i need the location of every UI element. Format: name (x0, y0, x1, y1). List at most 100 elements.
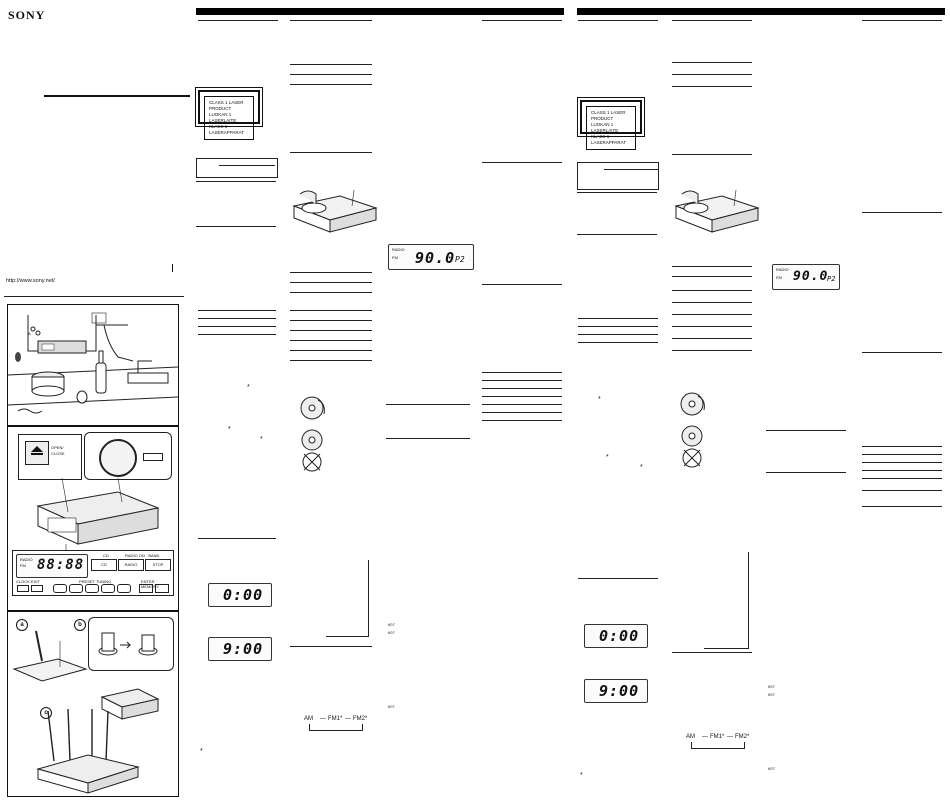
preset-1-button[interactable] (53, 584, 67, 593)
ref-note-p2a: ñ07 (768, 684, 775, 689)
eject-label-1: OPEN/ (51, 445, 64, 450)
radio-button[interactable]: RADIO (118, 559, 144, 571)
lcd-fm-label-p1: FM (392, 255, 398, 260)
p1c1-rule-3 (198, 310, 276, 311)
preset-4-button[interactable] (101, 584, 115, 593)
lcd-clock-set-p1: 9:00 (208, 637, 272, 661)
p1c2-rule-8 (290, 310, 372, 311)
p2c1-rule-4 (578, 326, 658, 327)
preset-3-button[interactable] (85, 584, 99, 593)
clock-label: CLOCK (16, 579, 30, 584)
volume-dial-icon[interactable] (99, 439, 137, 477)
p1c4-rule-4 (482, 380, 562, 381)
p2c4-rule-5 (862, 462, 942, 463)
p2c1-rule-top (578, 20, 658, 21)
front-lcd: RADIO FM 88:88 (16, 554, 88, 578)
p1c2-rule-4 (290, 152, 372, 153)
front-lcd-digits: 88:88 (37, 557, 85, 573)
p1c1-rule-top (198, 20, 278, 21)
p2c2-rule-6 (672, 276, 752, 277)
p1c4-rule-7 (482, 404, 562, 405)
page2-header-bar (577, 8, 945, 15)
footnote-star-p1b: * (228, 426, 231, 433)
exit-button[interactable] (31, 585, 43, 592)
front-panel: RADIO FM 88:88 CD RADIO ON · BAND CD RAD… (12, 550, 174, 596)
figure-mounting: a b c (7, 610, 179, 797)
cover-rule (44, 95, 190, 97)
dial-inset (84, 432, 172, 480)
p2c2-rule-12 (672, 350, 752, 351)
p2c4-rule-6 (862, 470, 942, 471)
p1c3-rule-2 (386, 438, 470, 439)
p2c2-rule-2 (672, 74, 752, 75)
cd-insert-illustration-p2 (674, 189, 760, 233)
laser-label-p2: CLASS 1 LASER PRODUCT LUOKAN 1 LASERLAIT… (580, 100, 642, 150)
preset-5-button[interactable] (117, 584, 131, 593)
p1c2-rule-14 (290, 646, 372, 647)
footnote-star-p2b: * (606, 454, 609, 461)
cd-play-button[interactable]: CD (91, 559, 117, 571)
lcd-clock-p1: 0:00 (208, 583, 272, 607)
exit-label: EXIT (31, 579, 40, 584)
disc-handling-illustration-p1 (300, 396, 325, 472)
ref-note-p2c: ñ07 (768, 766, 775, 771)
mounting-inset-b (88, 617, 174, 671)
p2-bracket-vertical (748, 552, 749, 648)
lcd-clock-set-p2: 9:00 (584, 679, 648, 703)
p2c4-rule-9 (862, 506, 942, 507)
eject-icon (31, 446, 43, 452)
cd-insert-illustration-p1 (292, 189, 378, 233)
p2c2-rule-11 (672, 338, 752, 339)
lcd-clock-set-digits-p2: 9:00 (599, 682, 640, 700)
warning-box-p1 (196, 158, 278, 178)
p2c1-rule-7 (578, 578, 658, 579)
lcd-radio-p2: RADIO FM 90.0 P2 (772, 264, 840, 290)
memory-button[interactable] (155, 584, 169, 593)
p1-bracket-horizontal (326, 636, 369, 637)
eject-label-2: CLOSE (51, 451, 65, 456)
footnote-star-p1c: * (260, 436, 263, 443)
figure-kitchen-installation: A (7, 304, 179, 427)
p1c2-rule-10 (290, 330, 372, 331)
lcd-clock-p2: 0:00 (584, 624, 648, 648)
laser-line2-p2: LUOKAN 1 LASERLAITE (591, 122, 619, 133)
p1c4-rule-8 (482, 412, 562, 413)
mounting-illustration (12, 630, 160, 794)
stop-button[interactable]: STOP (145, 559, 171, 571)
enter-button[interactable] (139, 584, 153, 593)
band-am-p2: AM (686, 734, 695, 740)
p1c2-rule-top (290, 20, 372, 21)
p1c2-rule-5 (290, 272, 372, 273)
band-am-p1: AM (304, 716, 313, 722)
p2c2-rule-10 (672, 326, 752, 327)
sony-logo: SONY (8, 8, 46, 22)
footnote-star-p1a: * (247, 384, 250, 391)
p2c2-rule-8 (672, 302, 752, 303)
p1c2-rule-9 (290, 320, 372, 321)
p1c1-rule-2 (196, 226, 276, 227)
p1c4-rule-3 (482, 372, 562, 373)
p1c4-rule-top (482, 20, 562, 21)
p2c1-rule-1 (577, 192, 657, 193)
unit-illustration (36, 477, 160, 551)
p2c4-rule-1 (862, 212, 942, 213)
eject-button[interactable] (25, 441, 49, 465)
p1c4-rule-6 (482, 396, 562, 397)
lcd-freq-p1: 90.0 (415, 249, 456, 267)
clock-button[interactable] (17, 585, 29, 592)
switch-icon[interactable] (143, 453, 163, 461)
band-fm1-p1: FM1* (328, 716, 343, 722)
ref-note-p1c: ñ07 (388, 704, 395, 709)
laser-line3-p2: KLASS 1 LASERAPPARAT (591, 134, 627, 145)
laser-line1-p1: CLASS 1 LASER PRODUCT (209, 100, 244, 111)
laser-line2-p1: LUOKAN 1 LASERLAITE (209, 112, 237, 123)
band-cycle-p1: AM — FM1* — FM2* (304, 716, 374, 734)
laser-line3-p1: KLASS 1 LASERAPPARAT (209, 124, 245, 135)
p1c2-rule-7 (290, 292, 372, 293)
disc-handling-illustration-p2 (680, 392, 705, 468)
lcd-radio-p1: RADIO FM 90.0 P2 (388, 244, 474, 270)
lcd-radio-label-p1: RADIO (392, 247, 405, 252)
preset-2-button[interactable] (69, 584, 83, 593)
p2c1-rule-5 (578, 334, 658, 335)
eject-inset: OPEN/ CLOSE (18, 434, 82, 480)
